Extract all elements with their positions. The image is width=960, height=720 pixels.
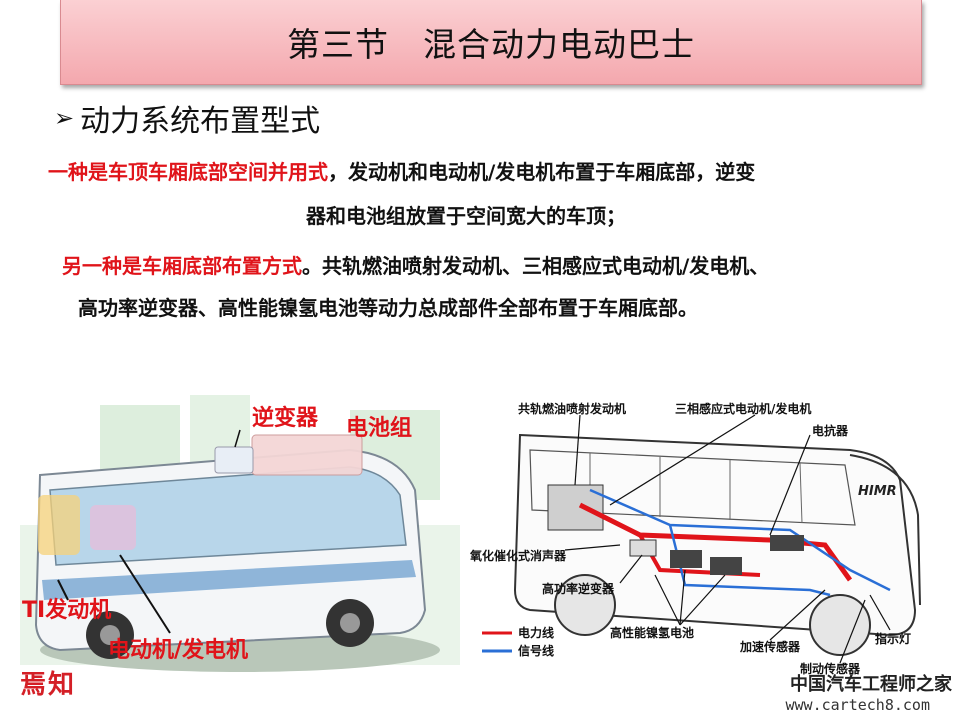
title-banner: 第三节 混合动力电动巴士 [60,0,922,85]
label-battery: 电池组 [346,415,412,441]
label-indicator-lamp: 指示灯 [875,631,911,646]
label-motor: 电动机/发电机 [108,637,248,663]
watermark-url: www.cartech8.com [785,696,931,714]
paragraph-2-highlight: 另一种是车厢底部布置方式 [62,254,302,278]
label-common-rail-engine: 共轨燃油喷射发动机 [518,401,626,416]
label-reactor: 电抗器 [812,423,849,438]
brand-logo: 焉知 [20,670,77,700]
label-accel-sensor: 加速传感器 [739,639,801,654]
label-induction-motor: 三相感应式电动机/发电机 [675,401,811,416]
right-bus-diagram: HIMR 共轨燃油喷射发动机 三相感应式电动机/发电机 电抗器 氧化催化式消声器… [470,401,921,676]
legend: 电力线 信号线 [482,625,554,658]
label-nimh-battery: 高性能镍氢电池 [610,625,694,640]
bus-mark: HIMR [858,484,897,499]
legend-power-line: 电力线 [518,625,554,640]
label-catalyst-muffler: 氧化催化式消声器 [470,548,567,563]
paragraph-1-line-2: 器和电池组放置于空间宽大的车顶； [306,204,626,228]
paragraph-2-rest: 。共轨燃油喷射发动机、三相感应式电动机/发电机、 [302,254,770,278]
arrow-right-icon: ➢ [54,104,75,132]
label-inverter: 逆变器 [252,405,319,431]
section-heading-text: 动力系统布置型式 [80,104,321,139]
paragraph-1-rest: ，发动机和电动机/发电机布置于车厢底部，逆变 [328,160,756,184]
left-bus-figure: 逆变器 电池组 TI发动机 电动机/发电机 [20,395,460,672]
section-heading: ➢ 动力系统布置型式 [54,96,320,140]
paragraph-1-highlight: 一种是车顶车厢底部空间并用式 [48,160,328,184]
label-power-inverter: 高功率逆变器 [542,581,615,596]
watermark-text: 中国汽车工程师之家 [790,674,952,695]
paragraph-2-line-2: 高功率逆变器、高性能镍氢电池等动力总成部件全部布置于车厢底部。 [78,296,698,320]
label-brake-sensor: 制动传感器 [800,661,861,676]
paragraph-1-line-1: 一种是车顶车厢底部空间并用式，发动机和电动机/发电机布置于车厢底部，逆变 [48,154,755,190]
label-engine: TI发动机 [22,597,111,623]
paragraph-2-line-1: 另一种是车厢底部布置方式。共轨燃油喷射发动机、三相感应式电动机/发电机、 [62,248,769,284]
page-title: 第三节 混合动力电动巴士 [287,25,695,64]
legend-signal-line: 信号线 [518,643,554,658]
